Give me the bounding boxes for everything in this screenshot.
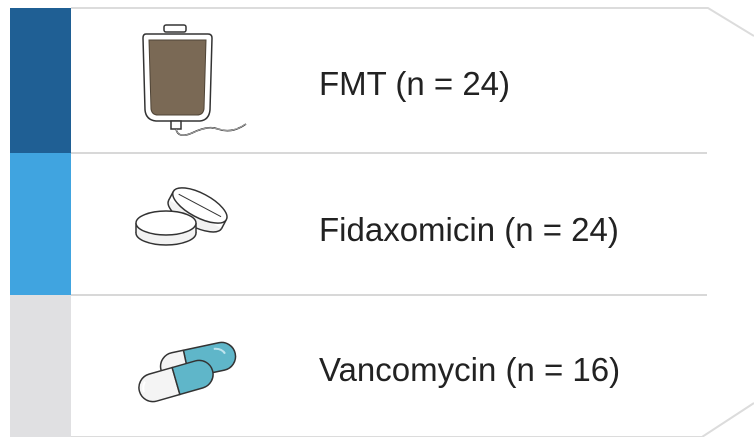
- tablet-icon: [135, 187, 228, 246]
- arm-label-fidaxomicin: Fidaxomicin (n = 24): [319, 211, 619, 248]
- arm-color-bar-fidaxomicin: [10, 153, 71, 295]
- arm-label-fmt: FMT (n = 24): [319, 65, 511, 102]
- iv-bag-icon: [142, 24, 247, 137]
- row-separator: [71, 152, 707, 154]
- arm-row-fmt: FMT (n = 24): [0, 8, 710, 153]
- arm-row-fidaxomicin: Fidaxomicin (n = 24): [0, 153, 710, 295]
- arm-color-bar-fmt: [10, 8, 71, 153]
- arm-label-vancomycin: Vancomycin (n = 16): [319, 351, 621, 388]
- row-separator: [71, 294, 707, 296]
- arm-color-bar-vancomycin: [10, 295, 71, 437]
- capsule-icon: [138, 341, 237, 403]
- arm-row-vancomycin: Vancomycin (n = 16): [0, 295, 710, 437]
